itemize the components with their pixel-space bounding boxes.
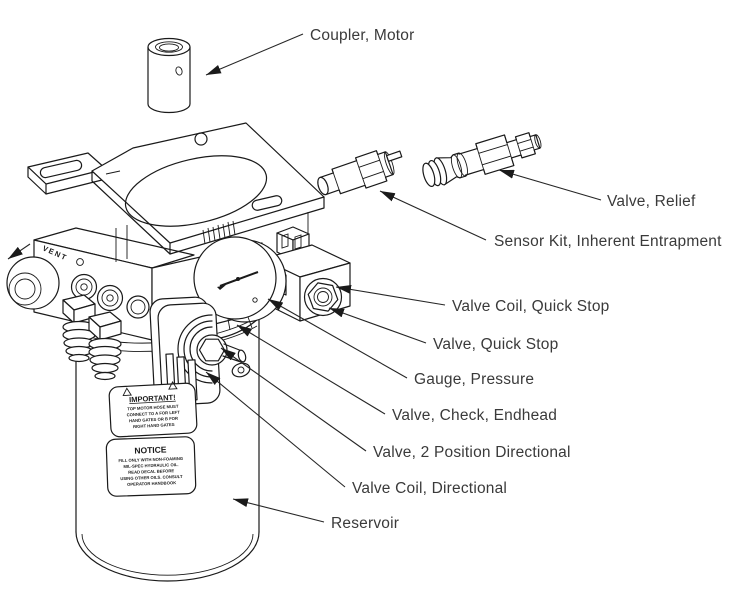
important-sticker: IMPORTANT! TOP MOTOR HOSE MUST CONNECT T… (108, 381, 198, 438)
notice-line: OPERATOR HANDBOOK (127, 480, 176, 487)
callout-valve-coil-directional: Valve Coil, Directional (205, 371, 507, 497)
callout-coupler-motor-label: Coupler, Motor (310, 27, 414, 44)
callout-valve-2-position-directional: Valve, 2 Position Directional (220, 347, 571, 461)
notice-line: FILL ONLY WITH NON-FOAMING (118, 456, 183, 463)
callout-valve-relief: Valve, Relief (498, 169, 696, 210)
callout-valve-relief-label: Valve, Relief (607, 193, 696, 210)
important-line: TOP MOTOR HOSE MUST (127, 404, 179, 412)
motor-mount-plate-part (27, 122, 325, 262)
callout-gauge-pressure-label: Gauge, Pressure (414, 371, 534, 388)
important-line: HAND GATES OR B FOR (129, 416, 178, 424)
callout-valve-coil-directional-label: Valve Coil, Directional (352, 480, 507, 497)
notice-sticker: NOTICE FILL ONLY WITH NON-FOAMING MIL-SP… (105, 436, 197, 497)
important-line: RIGHT HAND GATES (133, 422, 175, 429)
hose-fittings-part (62, 294, 122, 381)
notice-heading: NOTICE (134, 444, 167, 455)
callout-sensor-kit-label: Sensor Kit, Inherent Entrapment (494, 233, 722, 250)
important-line: CONNECT TO A FOR LEFT (127, 410, 181, 418)
callout-gauge-pressure: Gauge, Pressure (267, 298, 534, 388)
notice-line: READ DECAL BEFORE (128, 468, 174, 475)
callout-valve-coil-quick-stop-label: Valve Coil, Quick Stop (452, 298, 609, 315)
callout-sensor-kit: Sensor Kit, Inherent Entrapment (379, 190, 722, 250)
relief-valve-part (422, 132, 542, 187)
knob-part (6, 256, 60, 310)
callout-valve-quick-stop-label: Valve, Quick Stop (433, 336, 558, 353)
callout-valve-2-position-directional-label: Valve, 2 Position Directional (373, 444, 571, 461)
callout-valve-coil-quick-stop: Valve Coil, Quick Stop (335, 285, 609, 315)
edge-arrow (7, 243, 31, 260)
callout-valve-check-endhead-label: Valve, Check, Endhead (392, 407, 557, 424)
pressure-gauge-part (193, 236, 287, 331)
sensor-kit-part (317, 150, 403, 196)
callout-coupler-motor: Coupler, Motor (205, 27, 414, 76)
callout-reservoir: Reservoir (232, 498, 399, 532)
notice-line: MIL-SPEC HYDRAULIC OIL. (123, 462, 178, 469)
callout-valve-quick-stop: Valve, Quick Stop (328, 307, 558, 353)
notice-line: USING OTHER OILS. CONSULT (120, 474, 183, 481)
coupler-part (147, 37, 191, 114)
directional-valve-part (149, 296, 251, 406)
callout-reservoir-label: Reservoir (331, 515, 399, 532)
important-heading: IMPORTANT! (129, 393, 176, 404)
callout-valve-check-endhead: Valve, Check, Endhead (236, 324, 557, 424)
